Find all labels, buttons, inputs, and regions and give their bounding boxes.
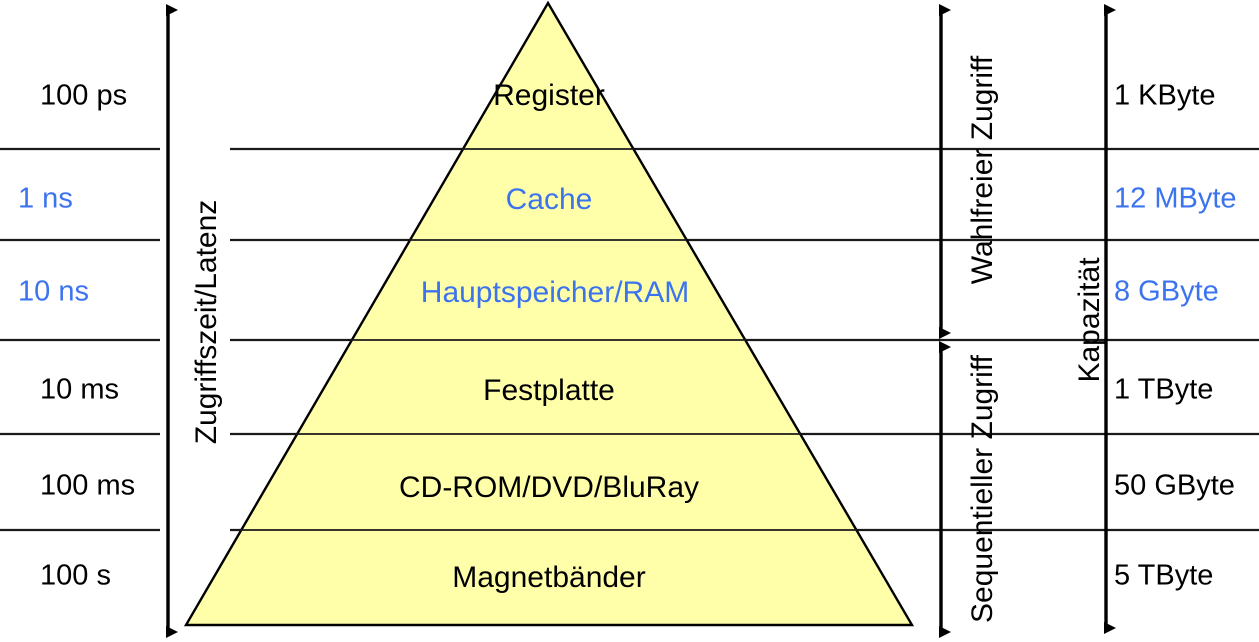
latency-axis-title: Zugriffszeit/Latenz [190,199,223,445]
latency-value-register: 100 ps [40,79,128,112]
pyramid-shape [183,0,915,627]
tier-label-optical: CD-ROM/DVD/BluRay [398,471,700,504]
tier-label-magnetbaender: Magnetbänder [452,561,646,594]
pyramid-tier-separators [239,148,857,531]
tier-label-register: Register [493,79,605,112]
capacity-value-cache: 12 MByte [1114,182,1237,215]
latency-value-festplatte: 10 ms [40,373,119,406]
tier-label-hauptspeicher: Hauptspeicher/RAM [420,276,690,309]
latency-value-cache: 1 ns [18,182,73,215]
divider-lines-left [0,147,160,532]
capacity-value-optical: 50 GByte [1114,469,1235,502]
capacity-axis-title: Kapazität [1073,257,1106,383]
divider-lines-right [1100,147,1259,532]
capacity-value-tape: 5 TByte [1114,559,1214,592]
capacity-value-register: 1 KByte [1114,79,1216,112]
capacity-value-ram: 8 GByte [1114,275,1219,308]
latency-value-optical: 100 ms [40,469,136,502]
random-access-axis-title: Wahlfreier Zugriff [966,55,999,285]
latency-value-tape: 100 s [40,559,111,592]
latency-value-ram: 10 ns [18,275,89,308]
capacity-value-festplatte: 1 TByte [1114,373,1214,406]
tier-label-festplatte: Festplatte [483,374,615,407]
sequential-access-axis-title: Sequentieller Zugriff [966,355,999,623]
tier-label-cache: Cache [505,183,593,216]
